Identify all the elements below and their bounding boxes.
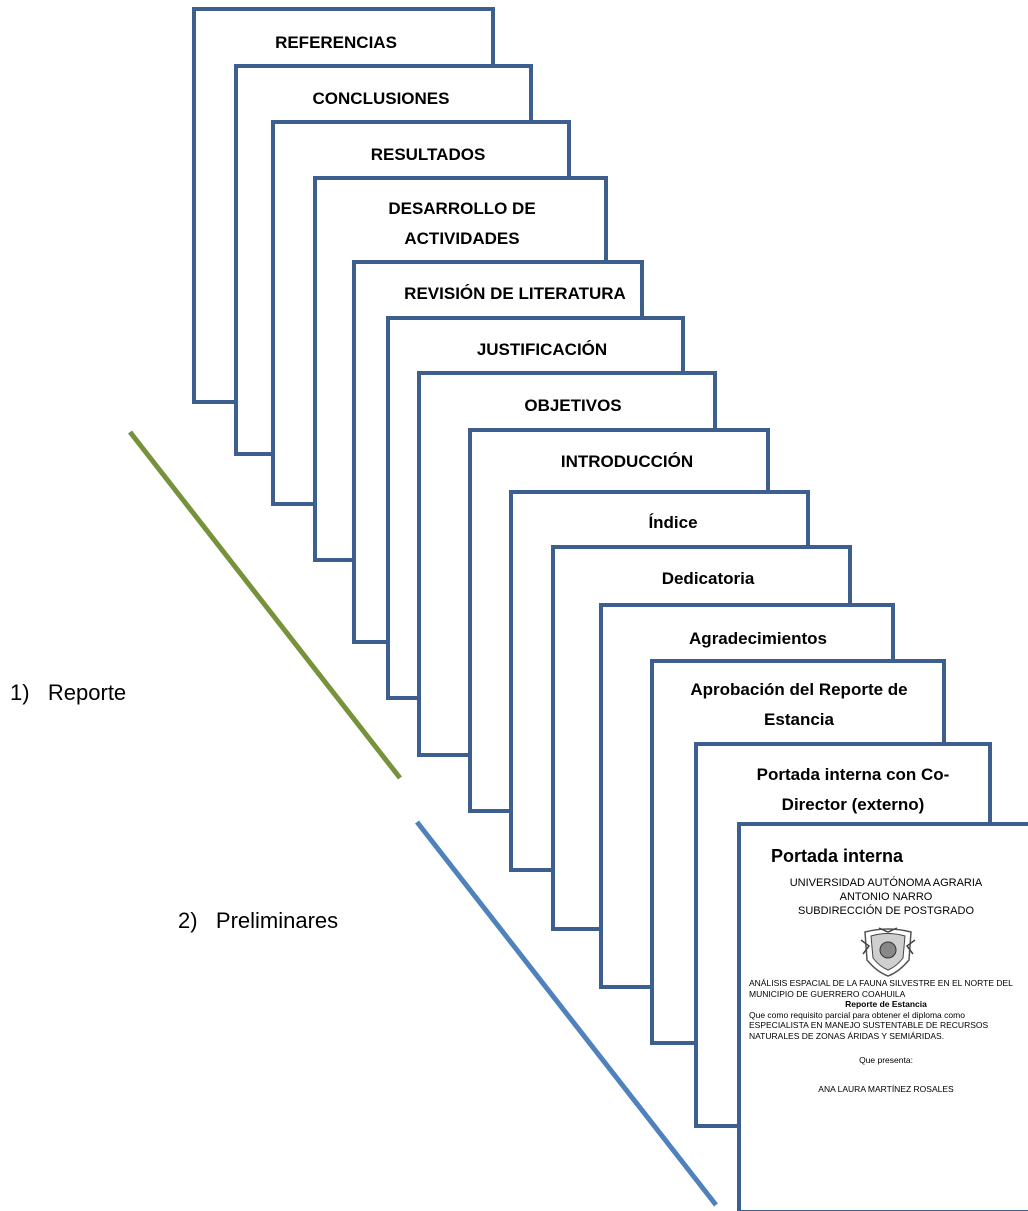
cover-title: Portada interna — [771, 846, 904, 866]
card-title: CONCLUSIONES — [312, 89, 450, 108]
card-title: DESARROLLO DE ACTIVIDADES — [388, 199, 536, 248]
doc-type: Reporte de Estancia — [845, 999, 927, 1009]
institution-line-2: ANTONIO NARRO — [839, 891, 933, 903]
institution-line-1: UNIVERSIDAD AUTÓNOMA AGRARIA — [789, 877, 983, 889]
author-name: ANA LAURA MARTÍNEZ ROSALES — [818, 1083, 954, 1094]
group-label-preliminares: 2) Preliminares — [178, 908, 339, 933]
card-title: Aprobación del Reporte de Estancia — [690, 680, 908, 729]
card-title: REFERENCIAS — [275, 33, 397, 52]
institution-line-3: SUBDIRECCIÓN DE POSTGRADO — [797, 905, 975, 917]
university-crest-icon — [860, 927, 916, 977]
card-title: Índice — [648, 513, 698, 532]
card-portada-interna: Portada interna UNIVERSIDAD AUTÓNOMA AGR… — [737, 822, 1028, 1211]
card-title: Agradecimientos — [689, 629, 827, 648]
card-title: Dedicatoria — [661, 569, 755, 588]
cover-body: ANÁLISIS ESPACIAL DE LA FAUNA SILVESTRE … — [749, 978, 1023, 1094]
card-title: INTRODUCCIÓN — [560, 452, 694, 471]
card-title: REVISIÓN DE LITERATURA — [404, 284, 626, 303]
requirement-text: Que como requisito parcial para obtener … — [749, 1009, 989, 1041]
preliminares-divider-line — [415, 820, 718, 1207]
card-title: RESULTADOS — [370, 145, 486, 164]
presenta-label: Que presenta: — [859, 1055, 913, 1065]
card-title: OBJETIVOS — [524, 396, 622, 415]
group-label-reporte: 1) Reporte — [10, 680, 127, 705]
card-title: Portada interna con Co-Director (externo… — [756, 765, 950, 814]
card-title: JUSTIFICACIÓN — [476, 340, 608, 359]
cover-institution: UNIVERSIDAD AUTÓNOMA AGRARIA ANTONIO NAR… — [741, 876, 1028, 918]
thesis-title: ANÁLISIS ESPACIAL DE LA FAUNA SILVESTRE … — [749, 978, 1013, 999]
reporte-divider-line — [128, 430, 402, 780]
